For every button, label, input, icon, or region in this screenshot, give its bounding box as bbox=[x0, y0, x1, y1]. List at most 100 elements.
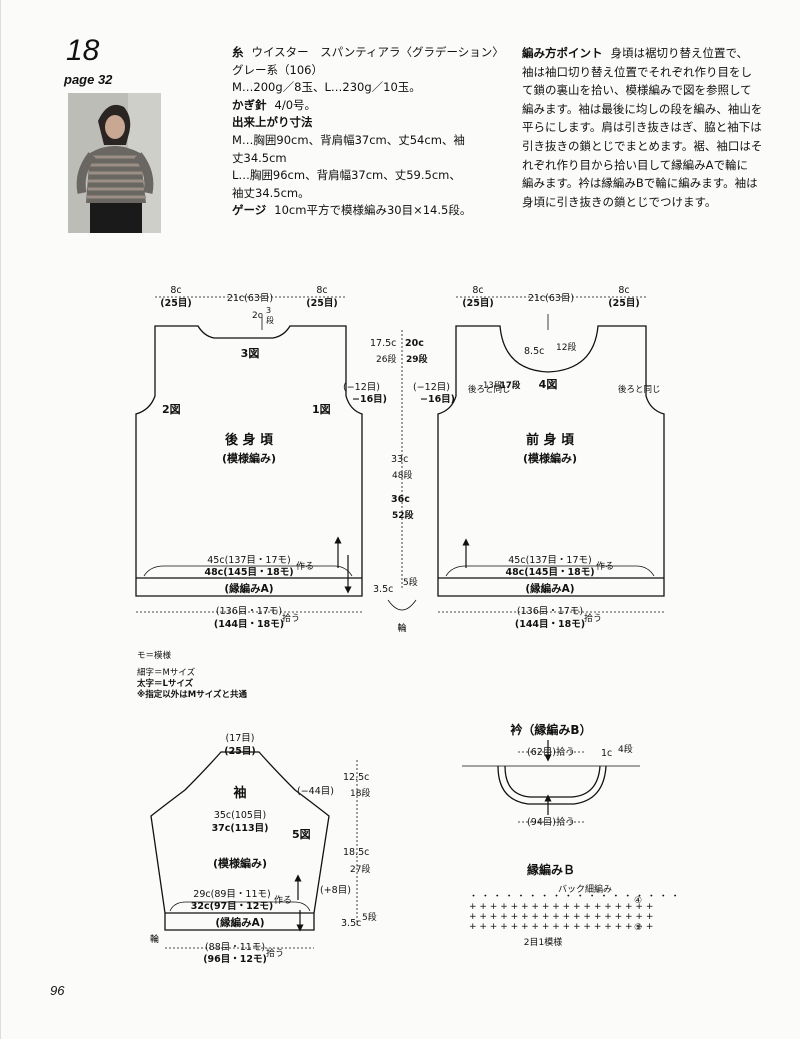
front-body-outline bbox=[437, 325, 665, 597]
size-legend: モ＝模様 細字＝Mサイズ 太字＝Lサイズ ※指定以外はMサイズと共通 bbox=[137, 651, 247, 701]
points-line-4: 編みます。袖は最後に均しの段を編み、袖山を bbox=[522, 101, 763, 116]
collar-top: (62目)拾う bbox=[527, 746, 575, 758]
legend-bold: 太字＝Lサイズ bbox=[137, 679, 194, 689]
front-make: 作る bbox=[596, 560, 614, 572]
page-gutter-line bbox=[0, 0, 1, 1039]
sleeve-pickup-m: (88目・11モ) bbox=[205, 942, 265, 953]
front-neck-width: 21c(63目) bbox=[528, 293, 574, 304]
edging-b-row4: ④ bbox=[634, 896, 642, 906]
svg-text:+ + + + + + + + + + + + + + +: + + + + + + + + + + + + + + + + + + bbox=[469, 912, 653, 922]
back-fig1: 1図 bbox=[312, 402, 331, 416]
front-shoulder-left: 8c bbox=[472, 285, 483, 296]
sleeve-width-l: 37c(113目) bbox=[212, 823, 269, 834]
front-side-rows-l: 17段 bbox=[500, 380, 521, 391]
points-line-1: 身頃は裾切り替え位置で、 bbox=[610, 46, 749, 60]
model-photo bbox=[68, 93, 161, 233]
back-width-m: 45c(137目・17モ) bbox=[207, 555, 290, 566]
front-neck-depth: 8.5c bbox=[524, 346, 544, 357]
legend-mo: モ＝模様 bbox=[137, 651, 172, 661]
back-pickup-m: (136目・17モ) bbox=[216, 606, 282, 617]
gauge-text: 10cm平方で模様編み30目×14.5段。 bbox=[274, 203, 472, 218]
back-neck-depth: 2c bbox=[252, 311, 263, 321]
armhole-m: 17.5c bbox=[370, 338, 396, 349]
front-side-note-b: 後ろと同じ bbox=[618, 384, 661, 395]
back-dec-m: (−12目) bbox=[343, 382, 380, 393]
collar-outline bbox=[497, 765, 607, 805]
front-width-m: 45c(137目・17モ) bbox=[508, 555, 591, 566]
sleeve-pickup-word: 拾う bbox=[266, 947, 284, 959]
edging-b-row1: ① bbox=[634, 923, 642, 933]
pattern-number: 18 bbox=[66, 34, 100, 67]
back-fig3: 3図 bbox=[241, 346, 260, 360]
sleeve-dec: (−44目) bbox=[297, 786, 334, 797]
points-line-3: て鎖の裏山を拾い、模様編みで図を参照して bbox=[522, 83, 752, 98]
collar-bottom: (94目)拾う bbox=[527, 816, 575, 828]
back-title: 後 身 頃 bbox=[225, 432, 274, 448]
legend-common: ※指定以外はMサイズと共通 bbox=[137, 690, 247, 700]
yarn-text: ウイスター スパンティアラ〈グラデーション〉 グレー系（106） bbox=[232, 45, 510, 77]
front-side-rows: 13段 bbox=[483, 380, 503, 391]
model-photo-illustration bbox=[68, 93, 161, 233]
front-neck-rows: 12段 bbox=[556, 341, 576, 353]
front-pattern: (模様編み) bbox=[523, 451, 577, 465]
yarn-amount: M…200g／8玉、L…230g／10玉。 bbox=[232, 80, 421, 95]
sleeve-width-m: 35c(105目) bbox=[214, 810, 266, 821]
hook-label: かぎ針 bbox=[232, 97, 267, 112]
sleeve-pattern: (模様編み) bbox=[213, 856, 267, 870]
sleeve-edge-rows: 5段 bbox=[362, 911, 377, 923]
collar-height: 1c bbox=[601, 748, 612, 759]
front-dec-m: (−12目) bbox=[413, 382, 450, 393]
sleeve-fig5: 5図 bbox=[292, 827, 311, 841]
back-body-outline bbox=[135, 325, 363, 597]
sleeve-cuff-l: 32c(97目・12モ) bbox=[191, 901, 273, 912]
front-pickup-word: 拾う bbox=[584, 612, 602, 624]
back-shoulder-left: 8c bbox=[170, 285, 181, 296]
sleeve-cuff-m: 29c(89目・11モ) bbox=[193, 889, 270, 900]
edging-b-title: 縁編みＢ bbox=[527, 862, 575, 877]
sleeve-body-rows: 27段 bbox=[350, 863, 370, 875]
back-pickup-l: (144目・18モ) bbox=[214, 619, 284, 630]
sleeve-body-h: 18.5c bbox=[343, 847, 369, 858]
sleeve-inc: (+8目) bbox=[320, 885, 351, 896]
sleeve-top-l: (25目) bbox=[224, 746, 255, 757]
sleeve-round: 輪 bbox=[150, 933, 159, 945]
points-line-2: 袖は袖口切り替え位置でそれぞれ作り目をし bbox=[522, 64, 752, 79]
back-shoulder-left-st: (25目) bbox=[160, 298, 191, 309]
edging-b-repeat: 2目1模様 bbox=[524, 936, 562, 948]
points-line-9: 身頃に引き抜きの鎖とじでつけます。 bbox=[522, 194, 717, 209]
back-width-l: 48c(145目・18モ) bbox=[204, 567, 293, 578]
points-line-5: 平らにします。肩は引き抜きはぎ、脇と袖下は bbox=[522, 120, 762, 135]
front-side-note-a: 後ろと同じ bbox=[468, 384, 511, 395]
sleeve-pickup-l: (96目・12モ) bbox=[203, 954, 267, 965]
front-fig4: 4図 bbox=[539, 377, 558, 391]
edging-b-back-sc: バック細編み bbox=[558, 883, 612, 895]
yarn-label: 糸 bbox=[232, 45, 244, 59]
front-pickup-m: (136目・17モ) bbox=[517, 606, 583, 617]
body-rows-l: 52段 bbox=[392, 509, 415, 521]
front-shoulder-right-st: (25目) bbox=[608, 298, 639, 309]
sleeve-edge-h: 3.5c bbox=[341, 918, 361, 929]
back-pattern: (模様編み) bbox=[222, 451, 276, 465]
svg-text:・ ・ ・ ・ ・ ・ ・ ・ ・ ・ ・ ・ ・ ・ ・: ・ ・ ・ ・ ・ ・ ・ ・ ・ ・ ・ ・ ・ ・ ・ ・ ・ ・ bbox=[469, 892, 680, 902]
points-label: 編み方ポイント bbox=[522, 46, 603, 60]
collar-rows: 4段 bbox=[618, 743, 633, 755]
hem-rows: 5段 bbox=[403, 576, 418, 588]
front-dec-l: −16目) bbox=[420, 394, 455, 405]
gauge-label: ゲージ bbox=[232, 203, 267, 218]
sleeve-make: 作る bbox=[274, 894, 292, 906]
sleeve-edge: (縁編みA) bbox=[215, 916, 264, 929]
back-make: 作る bbox=[296, 560, 314, 572]
back-edge: (縁編みA) bbox=[224, 582, 273, 595]
body-length-m: 33c bbox=[391, 454, 408, 465]
sleeve-top-m: (17目) bbox=[225, 733, 254, 744]
sleeve-cap-h: 12.5c bbox=[343, 772, 369, 783]
svg-text:+ + + + + + + + + + + + + + +: + + + + + + + + + + + + + + + + + + bbox=[469, 902, 653, 912]
front-shoulder-right: 8c bbox=[618, 285, 629, 296]
back-shoulder-right-st: (25目) bbox=[306, 298, 337, 309]
body-length-l: 36c bbox=[391, 494, 410, 505]
sleeve-outline bbox=[150, 751, 330, 931]
size-m-line1: M…胸囲90cm、背肩幅37cm、丈54cm、袖 bbox=[232, 132, 465, 147]
back-neck-rows: 3 bbox=[266, 306, 271, 315]
collar-title: 衿（縁編みB） bbox=[510, 722, 591, 737]
back-dec-l: −16目) bbox=[352, 394, 387, 405]
